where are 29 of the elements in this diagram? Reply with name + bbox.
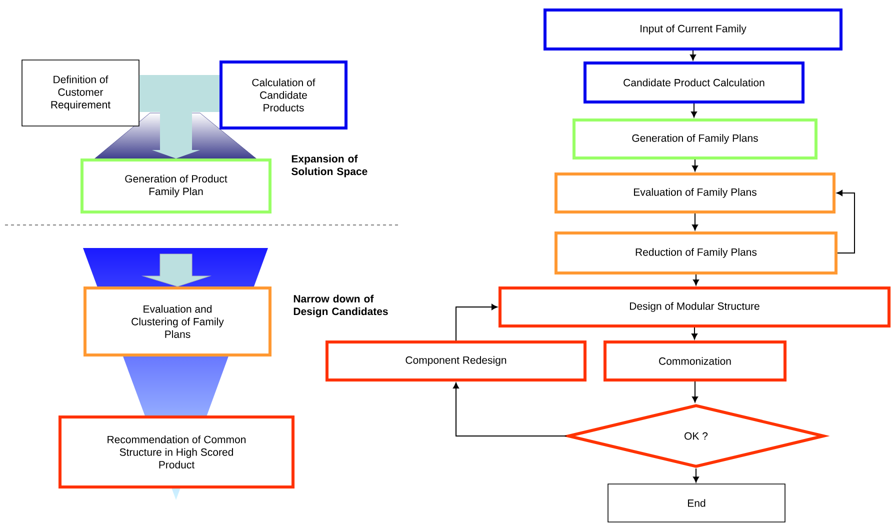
process-box: Evaluation of Family Plans: [554, 172, 836, 214]
process-box: Candidate Product Calculation: [584, 62, 804, 104]
end-box: End: [608, 484, 786, 522]
block-arrow: [139, 75, 220, 158]
arrow: [692, 381, 698, 402]
arrow: [692, 327, 698, 340]
arrow: [836, 190, 855, 254]
process-box: Generation of Family Plans: [572, 118, 818, 160]
process-box: Evaluation and Clustering of Family Plans: [84, 286, 272, 356]
process-box: Reduction of Family Plans: [554, 232, 838, 274]
process-box: Generation of Product Family Plan: [80, 158, 272, 214]
arrow: [691, 103, 697, 118]
process-box: Input of Current Family: [544, 8, 842, 50]
arrow: [690, 50, 696, 60]
annotation-text: Expansion of Solution Space: [292, 154, 368, 178]
arrow: [456, 304, 498, 341]
arrow: [692, 159, 698, 172]
block-arrow: [142, 254, 210, 287]
annotation-text: Narrow down of Design Candidates: [294, 294, 388, 318]
process-box: Definition of Customer Requirement: [22, 60, 140, 126]
process-box: Calculation of Candidate Products: [220, 60, 348, 130]
arrow: [453, 382, 567, 436]
process-box: Design of Modular Structure: [498, 286, 890, 328]
arrow: [693, 468, 699, 483]
process-box: Recommendation of Common Structure in High Scored Product: [58, 416, 294, 488]
process-box: Commonization: [604, 340, 786, 382]
process-box: Component Redesign: [326, 340, 586, 382]
arrow: [692, 213, 698, 230]
arrow: [693, 274, 699, 286]
